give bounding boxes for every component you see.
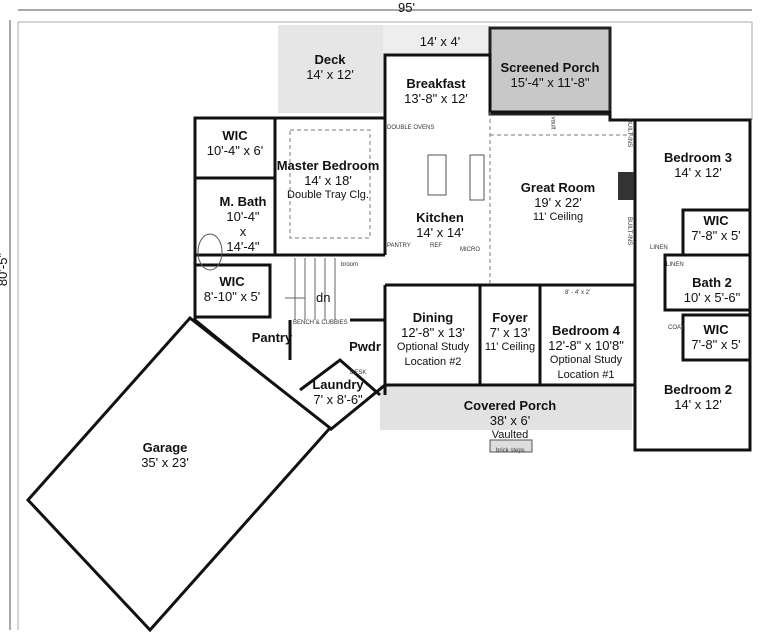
double-ovens-note: DOUBLE OVENS [387, 125, 435, 131]
room-pantry: Pantry [251, 330, 293, 345]
brick-steps [489, 439, 533, 453]
bench-note: BENCH & CUBBIES [293, 320, 348, 326]
width-dimension: 95' [398, 0, 415, 15]
ref-note: REF [430, 243, 442, 249]
kitchen-island [427, 154, 447, 196]
covered-porch-area [380, 385, 632, 430]
built-ins-note: BUILT-INS [626, 118, 633, 148]
vault-note: vault [549, 116, 556, 130]
screened-porch-area [488, 26, 612, 116]
room-powder: Pwdr [349, 339, 381, 354]
stairs-down-label: dn [316, 290, 331, 305]
depth-dimension: 80'-5" [0, 252, 11, 287]
linen-note: LINEN [650, 245, 668, 251]
pantry-note: PANTRY [387, 243, 411, 249]
linen-note-2: LINEN [666, 262, 684, 268]
micro-note: MICRO [460, 247, 480, 253]
desk-note: DESK [350, 370, 367, 376]
brick-steps-note: brick steps [496, 448, 525, 454]
broom-note: broom [341, 262, 359, 268]
fireplace [618, 172, 634, 200]
bathtub [197, 233, 223, 271]
coat-note: COAT [668, 325, 685, 331]
deck-area [278, 25, 383, 113]
room-deck-strip: 14' x 4' [419, 34, 461, 49]
deck-strip [383, 25, 490, 55]
kitchen-bar [469, 154, 485, 201]
built-ins-note-2: BUILT-INS [626, 216, 633, 246]
shelf-note: 8' - 4' x 2' [565, 290, 591, 296]
